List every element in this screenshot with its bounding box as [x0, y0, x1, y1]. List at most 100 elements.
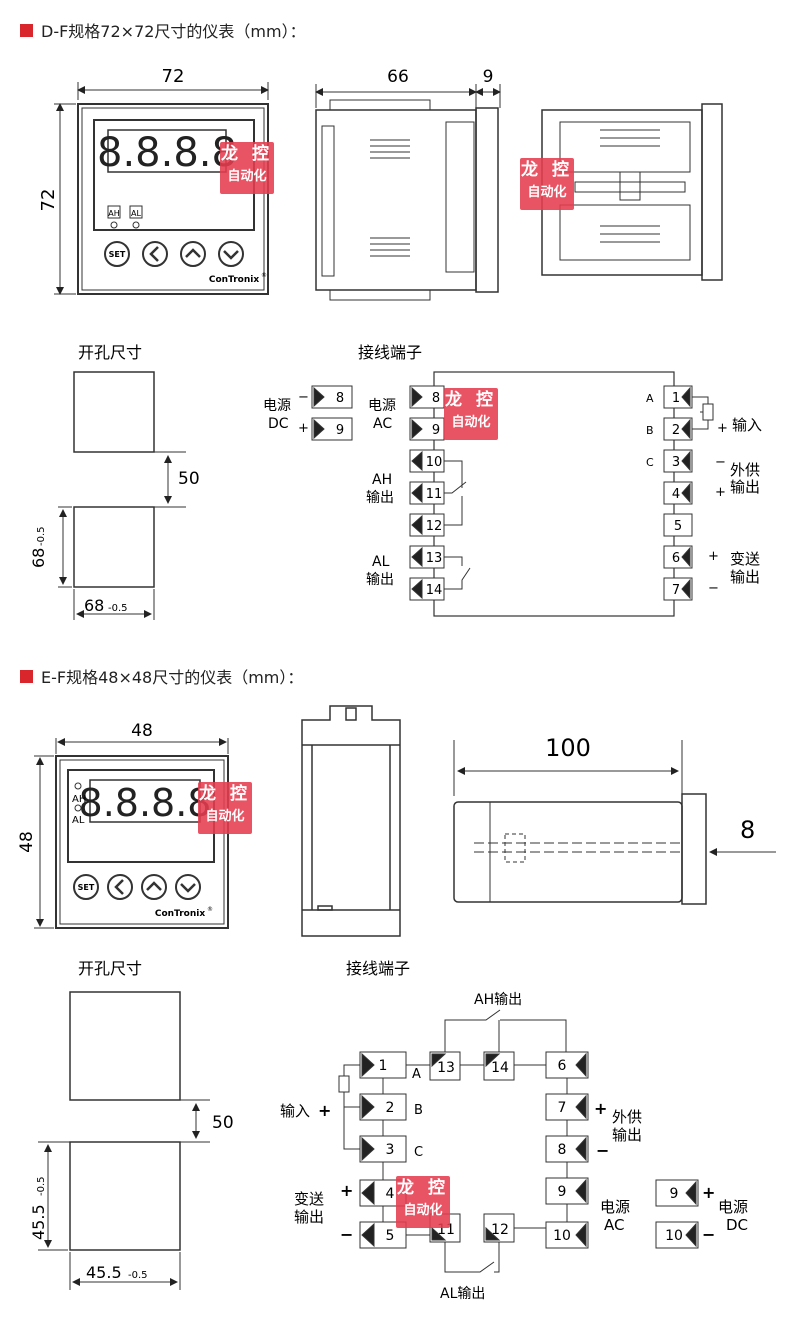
- ac-power-label-48: 电源: [600, 1198, 630, 1216]
- al-label: AL: [372, 554, 390, 570]
- watermark-logo: 龙 控 自动化: [396, 1176, 450, 1228]
- ac-label: AC: [373, 416, 392, 432]
- cutout-gap-50: 50: [178, 469, 200, 489]
- al-output-label-48: AL输出: [440, 1286, 485, 1302]
- cutout-tol-h: -0.5: [108, 603, 128, 614]
- red-square-icon: [20, 669, 33, 683]
- dc-power-label: 电源: [263, 398, 291, 414]
- terminal-6-48: 6: [558, 1058, 567, 1074]
- cutout-dim-v-48: 45.5: [29, 1204, 48, 1240]
- cutout-gap-50-48: 50: [212, 1113, 234, 1133]
- wiring-72: [311, 371, 714, 617]
- terminal-5-48: 5: [386, 1228, 395, 1244]
- terminal-10-48: 10: [553, 1228, 571, 1244]
- led-display: 8.8.8.8: [97, 130, 237, 176]
- terminal-5: 5: [674, 519, 682, 534]
- terminal-9: 9: [432, 423, 440, 438]
- cutout-title: 开孔尺寸: [78, 343, 142, 362]
- al-indicator-label-48: AL: [72, 815, 85, 826]
- height-dim-72: 72: [38, 189, 59, 212]
- ext-output-label: 输出: [730, 478, 760, 496]
- terminal-10: 10: [426, 455, 443, 470]
- ext-minus: −: [715, 455, 726, 470]
- cutout-dim-v: 68: [29, 548, 48, 568]
- terminal-7-48: 7: [558, 1100, 567, 1116]
- terminal-14: 14: [426, 583, 443, 598]
- cutout-tol-v: -0.5: [36, 526, 47, 546]
- front-panel-48: [34, 738, 229, 929]
- terminal-2: 2: [672, 423, 680, 438]
- input-label-48: 输入: [280, 1102, 310, 1120]
- set-button-label-48: SET: [78, 883, 95, 892]
- tx-output-label: 输出: [730, 568, 760, 586]
- dc-minus-48: −: [702, 1225, 715, 1244]
- terminal-4: 4: [672, 487, 680, 502]
- dc-power-label-48: 电源: [718, 1198, 748, 1216]
- dc-terminal-10-48: 10: [665, 1228, 683, 1244]
- tx-minus-48: −: [340, 1225, 353, 1244]
- label-b: B: [646, 424, 654, 437]
- section1-title: D-F规格72×72尺寸的仪表（mm）：: [20, 18, 306, 42]
- ah-indicator-label: AH: [108, 209, 120, 218]
- dc-minus: −: [298, 390, 309, 405]
- brand-logo-48: ConTronix: [155, 909, 205, 919]
- terminal-7: 7: [672, 583, 680, 598]
- tx-minus: −: [708, 581, 719, 596]
- watermark-logo: 龙 控 自动化: [520, 158, 574, 210]
- cutout-dim-h-48: 45.5: [86, 1263, 122, 1282]
- label-c: C: [646, 456, 654, 469]
- terminal-8: 8: [432, 391, 440, 406]
- al-indicator-label: AL: [131, 209, 141, 218]
- height-dim-48: 48: [17, 831, 37, 853]
- input-plus-48: +: [318, 1101, 331, 1120]
- ah-output-label: 输出: [366, 490, 394, 506]
- tx-plus: +: [708, 549, 719, 564]
- dc-terminal-9-48: 9: [670, 1186, 679, 1202]
- ac-label-48: AC: [604, 1216, 624, 1234]
- width-dim-48: 48: [131, 721, 153, 741]
- ext-output-label-48: 输出: [612, 1126, 642, 1144]
- terminal-8-48: 8: [558, 1142, 567, 1158]
- ext-plus-48: +: [594, 1099, 607, 1118]
- cutout-72: [58, 371, 186, 620]
- terminal-12: 12: [426, 519, 443, 534]
- dc-plus-48: +: [702, 1183, 715, 1202]
- cutout-dim-h: 68: [84, 596, 104, 615]
- ac-power-label: 电源: [368, 398, 396, 414]
- dc-terminal-9: 9: [336, 423, 344, 438]
- width-dim-72: 72: [162, 66, 185, 87]
- label-a-48: A: [412, 1067, 421, 1082]
- ext-plus: +: [715, 485, 726, 500]
- watermark-logo: 龙 控 自动化: [198, 782, 252, 834]
- long-view-48: [453, 740, 776, 905]
- ah-label: AH: [372, 472, 392, 488]
- dc-plus: +: [298, 421, 309, 436]
- ah-indicator-label-48: AH: [72, 794, 86, 805]
- registered-mark: ®: [261, 272, 267, 279]
- set-button-label: SET: [109, 250, 126, 259]
- depth-dim-100: 100: [545, 734, 591, 762]
- cutout-48: [38, 991, 210, 1290]
- wiring-title-48: 接线端子: [346, 959, 410, 978]
- terminal-2-48: 2: [386, 1100, 395, 1116]
- terminal-3-48: 3: [386, 1142, 395, 1158]
- wiring-title: 接线端子: [358, 343, 422, 362]
- front-panel-72: [54, 82, 269, 295]
- dc-label-48: DC: [726, 1216, 748, 1234]
- ah-output-label-48: AH输出: [474, 992, 522, 1008]
- terminal-1: 1: [672, 391, 680, 406]
- terminal-9-48: 9: [558, 1184, 567, 1200]
- watermark-logo: 龙 控 自动化: [220, 142, 274, 194]
- red-square-icon: [20, 23, 33, 37]
- ext-supply-label: 外供: [730, 461, 760, 479]
- brand-logo: ConTronix: [209, 275, 259, 285]
- label-b-48: B: [414, 1103, 423, 1118]
- tx-output-label-48: 输出: [294, 1208, 324, 1226]
- led-display-48: 8.8.8.8: [79, 781, 212, 825]
- terminal-6: 6: [672, 551, 680, 566]
- terminal-12-48: 12: [491, 1222, 509, 1238]
- depth-dim-66: 66: [387, 67, 409, 87]
- dc-terminal-8: 8: [336, 391, 344, 406]
- dc-label: DC: [268, 416, 289, 432]
